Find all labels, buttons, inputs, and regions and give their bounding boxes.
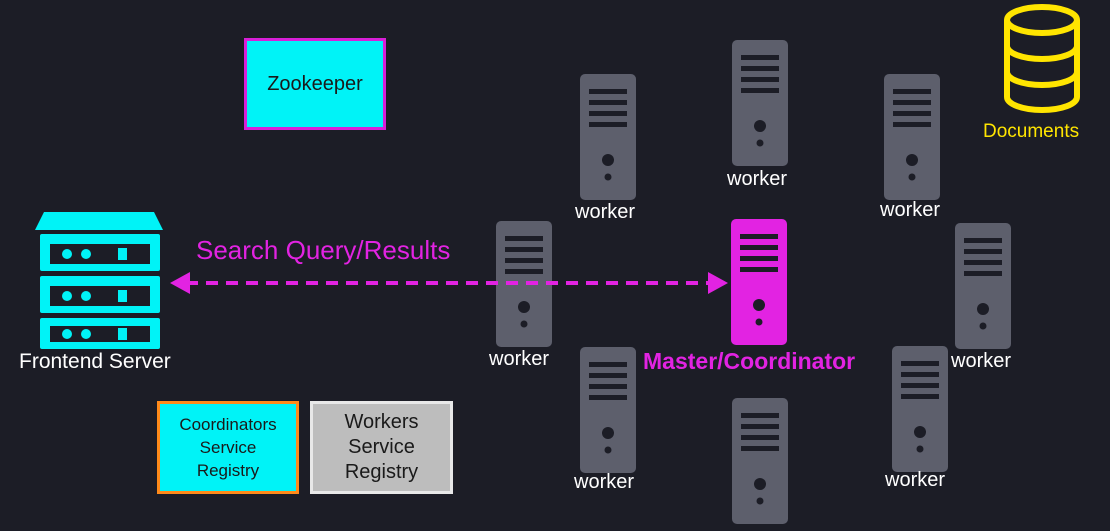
registry-line: Service (348, 436, 415, 458)
registry-line: Workers (344, 411, 419, 433)
worker-server-icon (732, 398, 788, 524)
search-query-label: Search Query/Results (196, 235, 451, 265)
worker-label: worker (885, 469, 946, 491)
worker-server-icon (892, 346, 948, 472)
frontend-server-label: Frontend Server (19, 350, 171, 373)
worker-label: worker (880, 199, 941, 221)
worker-label: worker (489, 348, 550, 370)
frontend-server-icon (35, 212, 163, 349)
worker-server-icon (496, 221, 552, 347)
worker-label: worker (574, 471, 635, 493)
worker-server-icon (884, 74, 940, 200)
registry-line: Registry (344, 461, 419, 483)
query-arrow (170, 272, 728, 294)
worker-label: worker (951, 350, 1012, 372)
workers-service-registry: Workers Service Registry (310, 401, 453, 494)
registry-line: Service (199, 438, 257, 457)
worker-server-icon (580, 74, 636, 200)
worker-server-icon (955, 223, 1011, 349)
worker-label: worker (575, 201, 636, 223)
database-icon (1004, 4, 1080, 113)
master-server-icon (731, 219, 787, 345)
registry-line: Registry (196, 461, 260, 480)
worker-server-icon (732, 40, 788, 166)
documents-label: Documents (983, 121, 1080, 142)
master-coordinator-label: Master/Coordinator (643, 348, 856, 374)
worker-server-icon (580, 347, 636, 473)
zookeeper-box: Zookeeper (244, 38, 386, 130)
registry-line: Coordinators (179, 415, 277, 434)
worker-label: worker (727, 168, 788, 190)
coordinators-service-registry: Coordinators Service Registry (157, 401, 299, 494)
zookeeper-label: Zookeeper (267, 72, 363, 95)
